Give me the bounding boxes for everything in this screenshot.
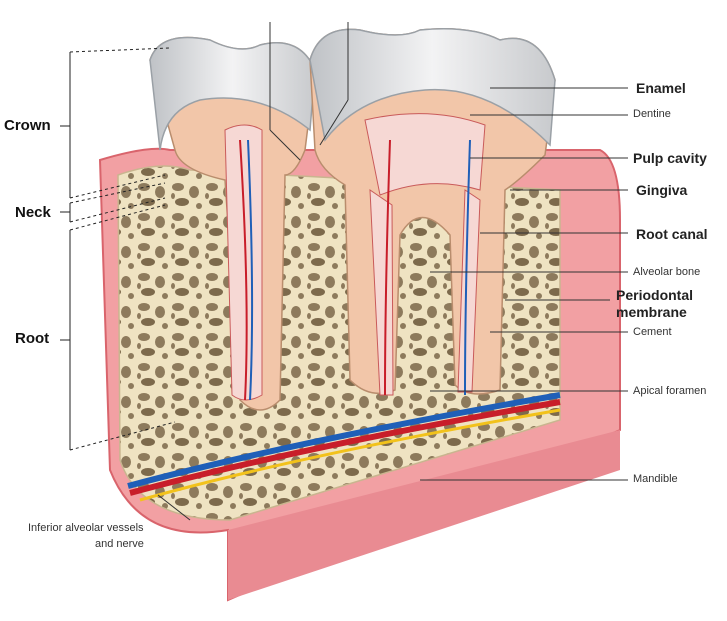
label-root: Root — [15, 330, 50, 347]
label-root-canal: Root canal — [636, 226, 708, 242]
label-dentine: Dentine — [633, 108, 671, 120]
label-neck: Neck — [15, 204, 51, 221]
label-periodontal-line1: Periodontal — [616, 287, 694, 303]
label-pulp-cavity: Pulp cavity — [633, 150, 707, 166]
label-alveolar-bone: Alveolar bone — [633, 266, 701, 278]
label-inferior-alveolar-line2: and nerve — [95, 538, 144, 550]
zone-brackets — [60, 47, 176, 451]
inferior-alveolar-vessels — [127, 139, 561, 502]
left-tooth — [149, 36, 316, 411]
label-inferior-alveolar-line1: Inferior alveolar vessels — [28, 522, 144, 534]
label-periodontal-line2: membrane — [616, 304, 687, 320]
label-apical-foramen: Apical foramen — [633, 385, 707, 397]
label-cement: Cement — [633, 326, 672, 338]
label-enamel: Enamel — [636, 80, 686, 96]
label-mandible: Mandible — [633, 473, 678, 485]
leader-lines — [157, 22, 628, 521]
right-tooth — [309, 28, 556, 396]
label-gingiva: Gingiva — [636, 182, 688, 198]
label-crown: Crown — [4, 117, 51, 134]
